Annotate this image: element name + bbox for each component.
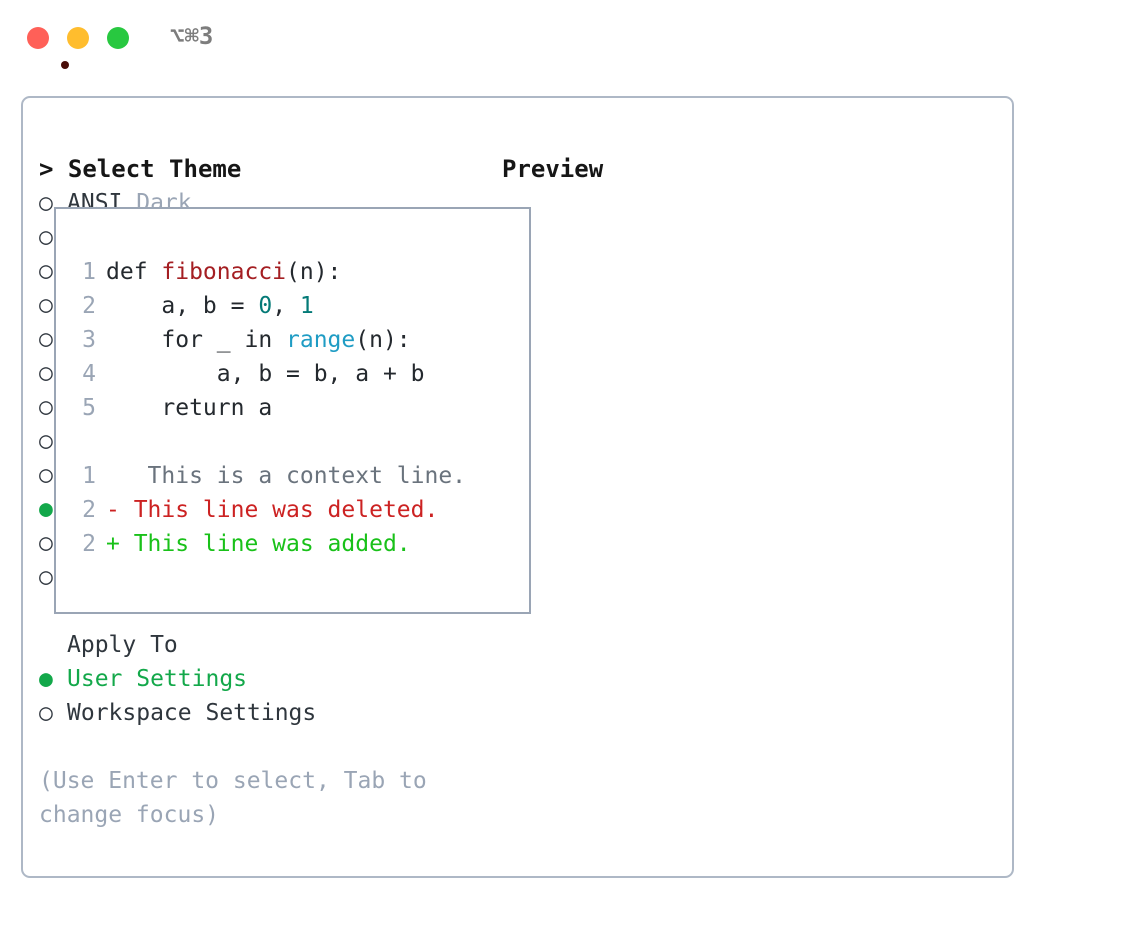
radio-empty-icon: ○ [39,700,53,726]
radio-empty-icon: ○ [39,292,53,318]
radio-empty-icon: ○ [39,530,53,556]
radio-empty-icon: ○ [39,564,53,590]
code-token-plain: (n): [355,327,411,353]
radio-empty-icon: ○ [39,190,53,216]
code-line: 5 return a [70,391,466,425]
maximize-button[interactable] [107,27,129,49]
line-number: 2 [82,293,96,319]
radio-empty-icon: ○ [39,258,53,284]
code-line: 1 def fibonacci(n): [70,255,466,289]
code-line: 4 a, b = b, a + b [70,357,466,391]
code-line: 2 a, b = 0, 1 [70,289,466,323]
line-number: 1 [82,259,96,285]
page-title: > Select Theme [39,155,242,183]
radio-empty-icon: ○ [39,224,53,250]
code-blank-line [70,425,466,459]
diff-line-del: 2 - This line was deleted. [70,493,466,527]
diff-line-add: 2 + This line was added. [70,527,466,561]
apply-to-option-user-settings[interactable]: ● User Settings [39,662,489,696]
code-token-num: 1 [299,293,314,319]
code-token-fn: fibonacci [161,259,287,285]
line-number: 2 [82,531,96,557]
code-token-plain: a, b = [106,293,259,319]
minimize-button[interactable] [67,27,89,49]
preview-column: Preview [502,152,1002,186]
radio-empty-icon: ○ [39,360,53,386]
apply-to-heading: Apply To [67,632,178,658]
line-number: 5 [82,395,96,421]
code-token-plain: a, b = b, a + b [106,361,425,387]
code-token-plain: def [106,259,162,285]
line-number: 4 [82,361,96,387]
diff-line-text: + This line was added. [106,531,411,557]
code-token-num: 0 [258,293,273,319]
title-bar: ⌥⌘3 [0,0,1140,78]
diff-line-text: - This line was deleted. [106,497,439,523]
radio-empty-icon: ○ [39,394,53,420]
code-token-plain: (n): [286,259,342,285]
keyboard-shortcut-label: ⌥⌘3 [170,22,214,50]
code-token-call: range [286,327,356,353]
radio-selected-icon: ● [39,666,53,692]
line-number: 1 [82,463,96,489]
code-line: 3 for _ in range(n): [70,323,466,357]
keyboard-hint-text: (Use Enter to select, Tab to change focu… [39,768,441,828]
apply-to-list[interactable]: ● User Settings ○ Workspace Settings [39,662,489,730]
apply-to-option-workspace-settings[interactable]: ○ Workspace Settings [39,696,489,730]
radio-empty-icon: ○ [39,326,53,352]
line-number: 2 [82,497,96,523]
recording-indicator-icon [61,61,69,69]
code-token-plain: , [272,293,300,319]
main-panel: > Select Theme ○ANSI Dark○Atom One Dark○… [21,96,1014,878]
line-number: 3 [82,327,96,353]
preview-title: Preview [502,155,604,183]
apply-to-option-label: User Settings [67,666,248,692]
radio-empty-icon: ○ [39,428,53,454]
diff-line-text: This is a context line. [106,463,467,489]
radio-selected-icon: ● [39,496,53,522]
radio-empty-icon: ○ [39,462,53,488]
close-button[interactable] [27,27,69,69]
apply-to-option-label: Workspace Settings [67,700,317,726]
code-token-plain: for _ in [106,327,287,353]
diff-line-ctx: 1 This is a context line. [70,459,466,493]
code-token-plain: return a [106,395,273,421]
